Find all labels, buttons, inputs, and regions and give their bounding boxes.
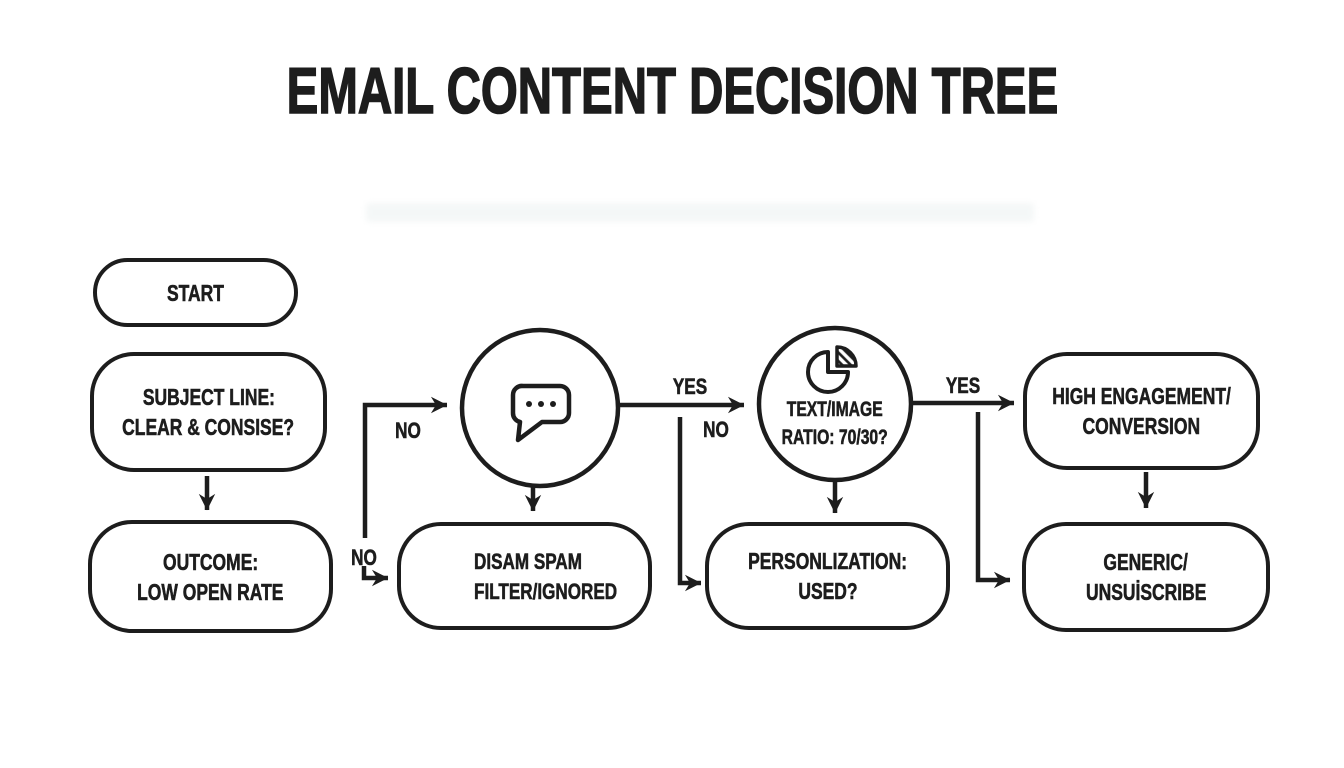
edge-label-yes-1: YES [672, 374, 708, 400]
arrow-to-generic [975, 412, 1011, 589]
arrow-no-to-spam [361, 566, 389, 587]
node-subject-line: SUBJECT LINE: CLEAR & CONSISE? [90, 352, 327, 472]
node-generic-unsubscribe: GENERIC/ UNSUİSCRIBE [1022, 522, 1270, 632]
node-outcome-low-open-rate: OUTCOME: LOW OPEN RATE [88, 520, 333, 633]
faded-text-artifact [366, 203, 1034, 222]
node-high-engagement: HIGH ENGAGEMENT/ CONVERSION [1023, 352, 1260, 470]
speech-bubble-icon [510, 383, 572, 443]
edge-label-no-2: NO [351, 545, 377, 571]
node-personalization: PERSONLIZATION: USED? [705, 522, 950, 630]
node-spam-filter [397, 522, 652, 630]
edge-label-yes-2: YES [945, 373, 981, 399]
arrow-no-to-bubble [362, 396, 448, 538]
page-title: EMAIL CONTENT DECISION TREE [286, 54, 1059, 127]
node-text-image-ratio-label: TEXT/IMAGE RATIO: 70/30? [781, 397, 889, 450]
edge-label-no-1: NO [395, 418, 421, 444]
pie-chart-icon [806, 345, 858, 394]
node-start: START [93, 258, 298, 327]
node-spam-filter-label: DISAM SPAM FILTER/IGNORED [474, 549, 618, 605]
edge-label-no-3: NO [703, 417, 729, 443]
arrow-no-to-personalization [677, 417, 702, 592]
